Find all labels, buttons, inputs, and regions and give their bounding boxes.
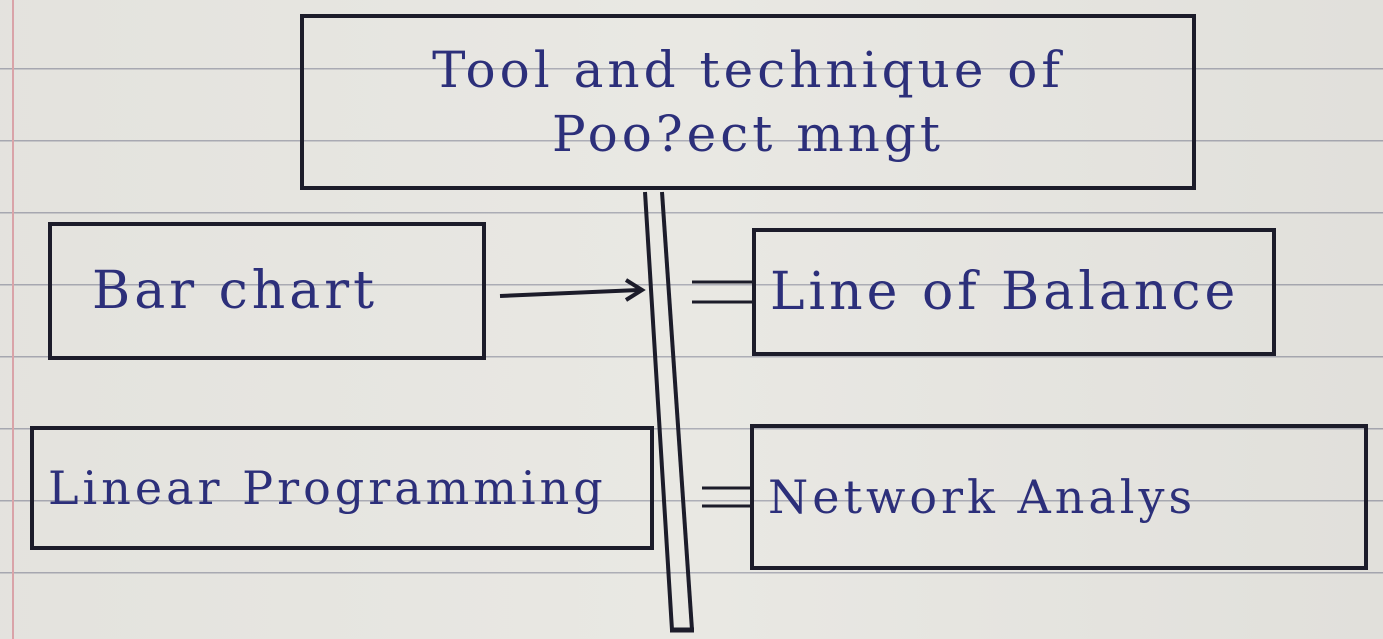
bar-chart-box: Bar chart (48, 222, 486, 360)
trunk-line-left (643, 191, 674, 631)
linear-programming-label: Linear Programming (48, 461, 607, 515)
bar-chart-arrow (499, 288, 641, 298)
network-analysis-box: Network Analys (750, 424, 1368, 570)
network-analysis-label: Network Analys (768, 470, 1197, 524)
line-of-balance-box: Line of Balance (752, 228, 1276, 356)
margin-line (12, 0, 14, 639)
trunk-line-right (660, 191, 694, 631)
arrow-head (624, 278, 646, 302)
title-box: Tool and technique of Poo?ect mngt (300, 14, 1196, 190)
line-of-balance-label: Line of Balance (770, 262, 1240, 322)
linear-programming-box: Linear Programming (30, 426, 654, 550)
bar-chart-label: Bar chart (92, 261, 378, 321)
title-line-2: Poo?ect mngt (552, 105, 944, 163)
title-line-1: Tool and technique of (432, 41, 1064, 99)
